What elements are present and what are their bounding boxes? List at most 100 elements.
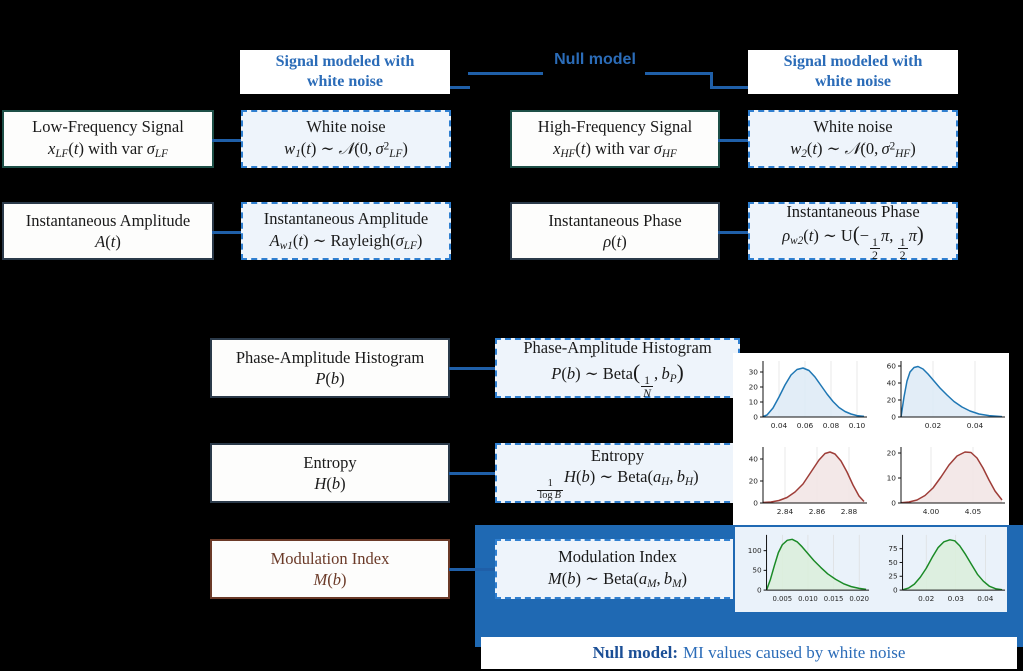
plot-mi-hf: 0 25 50 75 0.02 0.03 0.04 [871,527,1007,612]
box-high-frequency-signal-formula: xHF(t) with var σHF [553,138,677,160]
svg-text:0.06: 0.06 [797,421,814,430]
box-white-noise-lf: White noise w1(t) ∼ 𝒩(0, σ2LF) [241,110,451,168]
bracket-null-model-horizontal [468,72,543,75]
connector-row3 [449,367,499,370]
svg-text:0.04: 0.04 [771,421,788,430]
header-left-signal-modeled: Signal modeled with white noise [240,50,450,94]
box-modulation-index-formula: M(b) [313,570,347,589]
connector-row5 [449,568,499,571]
plot-pa-hist-lf: 0 10 20 30 0.04 0.06 0.08 0.10 [733,353,871,439]
svg-text:0.04: 0.04 [967,421,984,430]
svg-text:0.02: 0.02 [925,421,941,430]
box-instantaneous-amplitude: Instantaneous Amplitude A(t) [2,202,214,260]
box-entropy-model-title: Entropy [590,445,645,465]
box-entropy: Entropy H(b) [210,443,450,503]
svg-text:50: 50 [888,558,898,567]
connector-row1-left [212,139,246,142]
svg-text:0.04: 0.04 [977,594,994,603]
box-high-frequency-signal-title: High-Frequency Signal [537,117,693,137]
svg-text:20: 20 [887,395,897,404]
box-phase-amplitude-histogram-title: Phase-Amplitude Histogram [235,347,425,367]
box-instantaneous-amplitude-model-formula: Aw1(t) ∼ Rayleigh(σLF) [269,230,423,252]
plot-entropy-hf: 0 10 20 4.00 4.05 [871,439,1009,525]
box-phase-amplitude-histogram-formula: P(b) [315,369,345,388]
svg-text:20: 20 [749,382,759,391]
svg-text:4.05: 4.05 [965,507,982,516]
header-right-line1: Signal modeled with [783,53,923,71]
svg-text:75: 75 [888,544,897,553]
box-white-noise-hf-formula: w2(t) ∼ 𝒩(0, σ2HF) [790,138,916,160]
header-null-model: Null model [543,48,647,72]
svg-text:0.03: 0.03 [948,594,965,603]
box-instantaneous-amplitude-title: Instantaneous Amplitude [25,210,191,230]
box-instantaneous-phase: Instantaneous Phase ρ(t) [510,202,720,260]
plot-row-entropy: 0 20 40 2.84 2.86 2.88 [733,439,1009,525]
connector-row2-left [212,231,246,234]
plot-pa-hist-hf: 0 20 40 60 0.02 0.04 [871,353,1009,439]
box-instantaneous-amplitude-model-title: Instantaneous Amplitude [263,209,429,229]
box-entropy-title: Entropy [303,452,357,472]
box-low-frequency-signal-formula: xLF(t) with var σLF [47,138,169,160]
svg-text:40: 40 [887,378,897,387]
connector-row2-right [718,231,752,234]
box-phase-amplitude-histogram-model-title: Phase-Amplitude Histogram [523,338,712,358]
svg-text:0.02: 0.02 [918,594,934,603]
box-modulation-index-model-title: Modulation Index [558,547,677,567]
svg-text:0.005: 0.005 [772,595,792,603]
header-left-line2: white noise [307,73,383,90]
svg-text:30: 30 [749,367,759,376]
svg-text:2.86: 2.86 [809,507,826,516]
svg-text:2.88: 2.88 [841,507,858,516]
svg-text:10: 10 [887,473,897,482]
bracket-null-model-right-stub [710,72,713,89]
box-phase-amplitude-histogram: Phase-Amplitude Histogram P(b) [210,338,450,398]
svg-text:40: 40 [749,454,759,463]
box-instantaneous-phase-model-title: Instantaneous Phase [786,201,920,221]
svg-text:0.08: 0.08 [823,421,840,430]
svg-text:0: 0 [753,412,758,421]
box-low-frequency-signal-title: Low-Frequency Signal [32,117,184,137]
box-modulation-index-title: Modulation Index [270,548,390,568]
svg-text:0: 0 [893,585,898,594]
box-low-frequency-signal: Low-Frequency Signal xLF(t) with var σLF [2,110,214,168]
header-null-model-label: Null model [554,51,636,69]
svg-text:50: 50 [752,566,762,575]
svg-text:60: 60 [887,361,897,370]
svg-text:20: 20 [749,476,759,485]
svg-text:10: 10 [749,397,759,406]
box-white-noise-lf-formula: w1(t) ∼ 𝒩(0, σ2LF) [284,138,408,160]
svg-text:0.020: 0.020 [849,595,869,603]
header-left-line1: Signal modeled with [275,53,415,71]
plot-row-phase-amplitude: 0 10 20 30 0.04 0.06 0.08 0.10 [733,353,1009,439]
svg-text:25: 25 [888,572,897,581]
null-model-caption-bold: Null model: [592,643,679,662]
box-modulation-index: Modulation Index M(b) [210,539,450,599]
bracket-null-model-horizontal-right [645,72,713,75]
svg-text:2.84: 2.84 [777,507,794,516]
box-entropy-formula: H(b) [314,474,346,493]
header-right-signal-modeled: Signal modeled with white noise [748,50,958,94]
svg-text:0: 0 [757,585,762,594]
box-white-noise-hf-title: White noise [813,117,893,137]
box-modulation-index-model: Modulation Index M(b) ∼ Beta(aM, bM) [495,539,740,599]
svg-text:20: 20 [887,448,897,457]
svg-text:4.00: 4.00 [923,507,940,516]
null-model-distribution-panel: 0 10 20 30 0.04 0.06 0.08 0.10 [733,353,1009,614]
svg-text:0.10: 0.10 [849,421,866,430]
box-phase-amplitude-histogram-model-formula: P(b) ∼ Beta(1N, bP) [551,359,683,399]
svg-text:0: 0 [891,498,896,507]
box-modulation-index-model-formula: M(b) ∼ Beta(aM, bM) [548,568,687,592]
box-phase-amplitude-histogram-model: Phase-Amplitude Histogram P(b) ∼ Beta(1N… [495,338,740,399]
svg-text:0: 0 [891,412,896,421]
connector-row4 [449,472,499,475]
null-model-caption: Null model: MI values caused by white no… [481,637,1017,669]
svg-text:100: 100 [748,546,762,555]
svg-text:0.010: 0.010 [798,595,818,603]
